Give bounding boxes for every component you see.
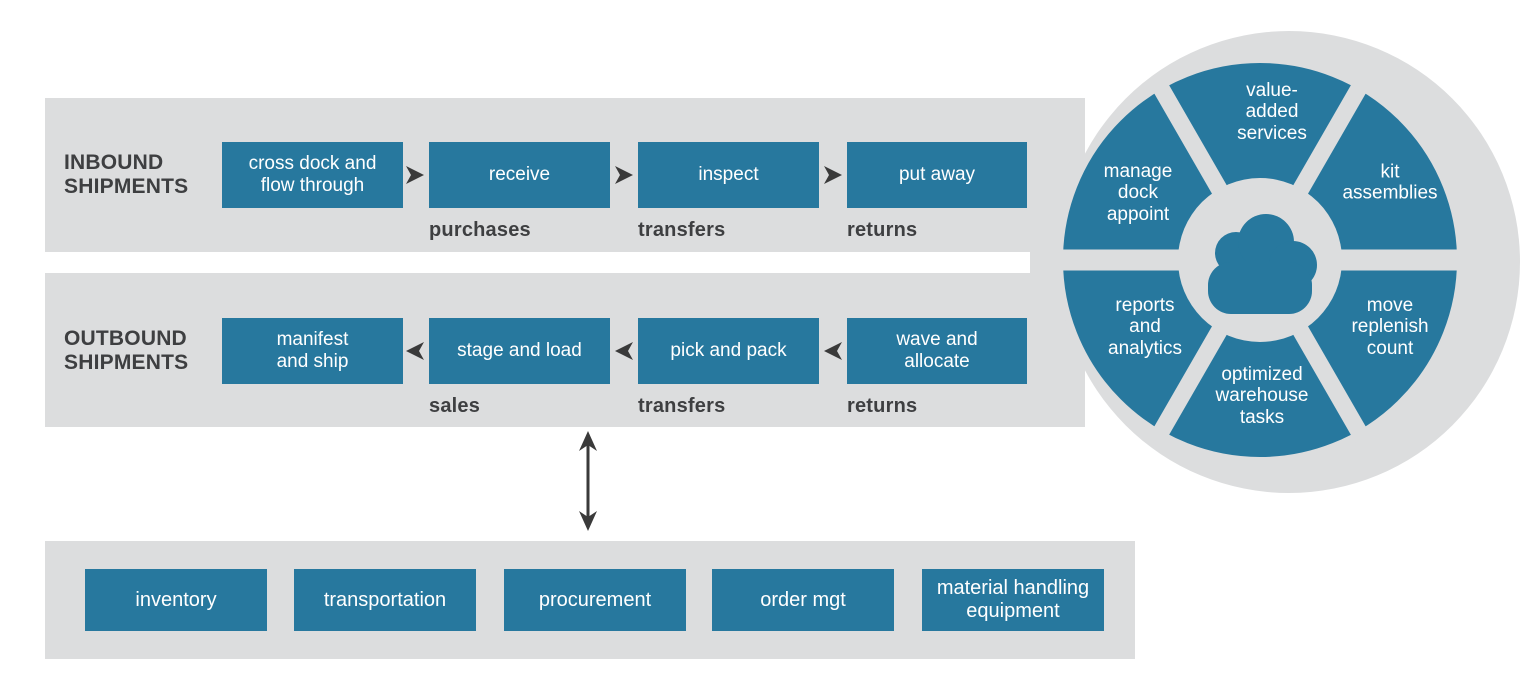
system-label: material handling equipment	[936, 577, 1090, 622]
cloud-icon	[1208, 214, 1317, 314]
outbound-step-stage-and-load: stage and load	[429, 318, 610, 384]
wheel-segment-move-replenish-count: move replenish count	[1351, 295, 1429, 359]
inbound-title-line2: SHIPMENTS	[64, 174, 189, 198]
inbound-step-inspect: inspect	[638, 142, 819, 208]
chevron-right-icon	[406, 166, 424, 184]
inbound-sublabel-transfers: transfers	[638, 219, 726, 241]
inbound-step-put-away: put away	[847, 142, 1027, 208]
system-box-material-handling-equipment: material handling equipment	[922, 569, 1104, 631]
band-separator	[45, 252, 1030, 273]
wheel-segment-reports-and-analytics: reports and analytics	[1108, 295, 1182, 359]
step-label: wave and allocate	[896, 329, 978, 372]
system-label: procurement	[538, 588, 652, 611]
step-label: pick and pack	[670, 340, 787, 362]
chevron-right-icon	[615, 166, 633, 184]
outbound-title-line2: SHIPMENTS	[64, 350, 189, 374]
inbound-sublabel-returns: returns	[847, 219, 918, 241]
double-headed-arrow-icon	[579, 431, 597, 531]
step-label: put away	[898, 164, 976, 186]
inbound-sublabel-purchases: purchases	[429, 219, 531, 241]
inbound-step-receive: receive	[429, 142, 610, 208]
system-label: inventory	[135, 588, 217, 611]
step-label: stage and load	[457, 340, 582, 362]
system-box-transportation: transportation	[294, 569, 476, 631]
step-label: inspect	[698, 164, 759, 186]
system-label: transportation	[323, 588, 447, 611]
system-box-order-mgt: order mgt	[712, 569, 894, 631]
outbound-step-wave-and-allocate: wave and allocate	[847, 318, 1027, 384]
capability-wheel	[1048, 31, 1520, 493]
inbound-step-cross-dock: cross dock and flow through	[222, 142, 403, 208]
chevron-left-icon	[406, 342, 424, 360]
step-label: receive	[488, 164, 551, 186]
outbound-sublabel-sales: sales	[429, 395, 481, 417]
outbound-title-line1: OUTBOUND	[64, 327, 187, 350]
chevron-left-icon	[615, 342, 633, 360]
chevron-left-icon	[824, 342, 842, 360]
outbound-step-pick-and-pack: pick and pack	[638, 318, 819, 384]
chevron-right-icon	[824, 166, 842, 184]
inbound-title-line1: INBOUND	[64, 151, 164, 174]
step-label: cross dock and flow through	[248, 153, 377, 196]
system-label: order mgt	[760, 588, 846, 611]
wheel-segment-value-added-services: value-added services	[1237, 80, 1307, 144]
wheel-segment-manage-dock-appoint: manage dock appoint	[1103, 161, 1173, 225]
inbound-title: INBOUND SHIPMENTS	[64, 151, 188, 199]
outbound-sublabel-returns: returns	[847, 395, 918, 417]
outbound-title: OUTBOUND SHIPMENTS	[64, 327, 188, 375]
step-label: manifest and ship	[276, 329, 349, 372]
wheel-segment-kit-assemblies: kit assemblies	[1342, 161, 1438, 204]
outbound-sublabel-transfers: transfers	[638, 395, 726, 417]
system-box-inventory: inventory	[85, 569, 267, 631]
system-box-procurement: procurement	[504, 569, 686, 631]
wheel-segment-optimized-warehouse-tasks: optimized warehouse tasks	[1215, 364, 1309, 428]
outbound-step-manifest-and-ship: manifest and ship	[222, 318, 403, 384]
